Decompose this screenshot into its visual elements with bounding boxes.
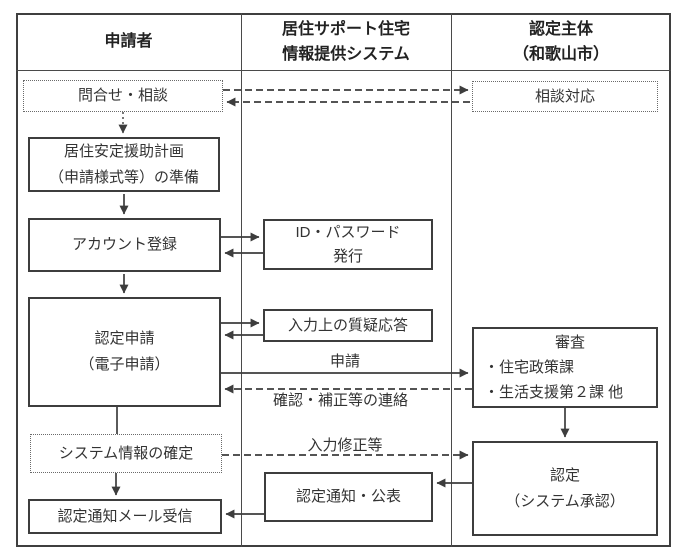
box-approval: 認定 （システム承認） bbox=[472, 441, 658, 536]
box-account-registration: アカウント登録 bbox=[28, 218, 221, 272]
box-system-info-confirm: システム情報の確定 bbox=[30, 434, 222, 473]
box-review-title: 審査 bbox=[554, 334, 585, 351]
column-header-system-line1: 居住サポート住宅 bbox=[281, 20, 410, 38]
box-plan-preparation: 居住安定援助計画 （申請様式等）の準備 bbox=[28, 137, 220, 192]
box-inquiry: 問合せ・相談 bbox=[23, 80, 223, 112]
box-inquiry-label: 問合せ・相談 bbox=[77, 87, 168, 104]
box-plan-line2: （申請様式等）の準備 bbox=[48, 168, 199, 186]
box-review-item2: ・生活支援第２課 他 bbox=[484, 384, 624, 401]
column-header-system: 居住サポート住宅 情報提供システム bbox=[241, 13, 451, 70]
box-notice-publish: 認定通知・公表 bbox=[264, 472, 433, 522]
box-consult-response: 相談対応 bbox=[472, 81, 658, 112]
column-divider-1 bbox=[241, 13, 242, 547]
box-id-issue-line2: 発行 bbox=[332, 247, 363, 265]
arrow-label-apply: 申請 bbox=[329, 353, 360, 370]
box-review: 審査 ・住宅政策課 ・生活支援第２課 他 bbox=[472, 327, 658, 408]
box-certification-application: 認定申請 （電子申請） bbox=[28, 297, 221, 407]
arrow-label-confirm-contact: 確認・補正等の連絡 bbox=[272, 392, 408, 409]
box-id-issue-line1: ID・パスワード bbox=[295, 223, 401, 241]
column-header-applicant: 申請者 bbox=[16, 13, 241, 70]
box-approval-line2: （システム承認） bbox=[505, 492, 625, 510]
box-id-password-issue: ID・パスワード 発行 bbox=[263, 219, 433, 270]
column-header-authority-line1: 認定主体 bbox=[528, 20, 593, 38]
box-approval-line1: 認定 bbox=[549, 466, 580, 484]
column-header-authority: 認定主体 （和歌山市） bbox=[451, 13, 671, 70]
box-application-line2: （電子申請） bbox=[79, 356, 170, 373]
box-system-info-confirm-label: システム情報の確定 bbox=[58, 444, 194, 462]
box-notice-publish-label: 認定通知・公表 bbox=[295, 488, 401, 505]
box-mail-receive-label: 認定通知メール受信 bbox=[57, 507, 193, 525]
header-separator bbox=[16, 70, 671, 71]
box-plan-line1: 居住安定援助計画 bbox=[63, 142, 184, 160]
column-header-system-line2: 情報提供システム bbox=[282, 45, 410, 63]
box-input-qa-label: 入力上の質疑応答 bbox=[287, 316, 408, 334]
box-mail-receive: 認定通知メール受信 bbox=[28, 499, 222, 534]
column-divider-2 bbox=[451, 13, 452, 547]
box-review-item1: ・住宅政策課 bbox=[484, 359, 575, 376]
arrow-label-input-fix: 入力修正等 bbox=[307, 437, 383, 454]
box-application-line1: 認定申請 bbox=[94, 330, 155, 347]
column-header-authority-line2: （和歌山市） bbox=[512, 45, 609, 63]
box-input-qa: 入力上の質疑応答 bbox=[263, 309, 433, 342]
column-header-applicant-label: 申請者 bbox=[104, 33, 153, 50]
box-consult-response-label: 相談対応 bbox=[534, 87, 595, 105]
box-account-label: アカウント登録 bbox=[71, 236, 177, 253]
